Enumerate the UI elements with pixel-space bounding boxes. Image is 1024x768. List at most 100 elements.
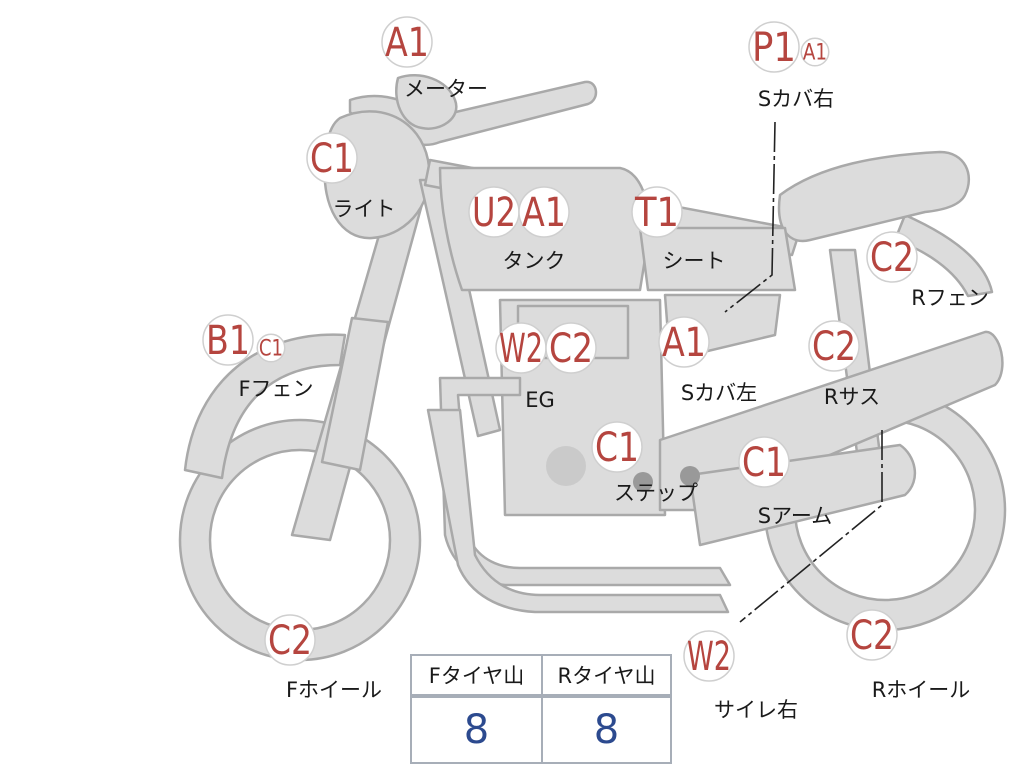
seat-shape	[777, 150, 971, 243]
meter-grade-badge: A1	[381, 16, 433, 68]
grade-code: A1	[385, 20, 429, 66]
tank-grade-badge: A1	[518, 186, 570, 238]
step-annotation: C1 ステップ	[591, 421, 698, 505]
grade-code: C1	[310, 136, 354, 182]
grade-badge-circle	[518, 186, 570, 238]
side-cover-right-grade-badge: P1	[748, 21, 800, 73]
grade-code: U2	[472, 190, 516, 236]
rear-suspension-label: Rサス	[824, 385, 880, 409]
grade-code: A1	[662, 320, 706, 366]
muffler-right-annotation: W2 サイレ右	[683, 630, 798, 722]
side-cover-right-grade-badge: A1	[800, 37, 830, 67]
side-cover-left-grade-badge: A1	[658, 316, 710, 368]
grade-badge-circle	[683, 630, 735, 682]
muffler-right-grade-badge: W2	[683, 630, 735, 682]
tank-grade-badge: U2	[468, 186, 520, 238]
grade-badge-circle	[748, 21, 800, 73]
grade-code: W2	[687, 634, 731, 680]
front-wheel-grade-badge: C2	[264, 614, 316, 666]
footpeg-left	[633, 472, 653, 492]
grade-badge-circle	[306, 132, 358, 184]
engine-grade-badge: W2	[495, 322, 547, 374]
meter-shape	[395, 73, 458, 130]
grade-code: C2	[549, 326, 593, 372]
seat-label: シート	[663, 249, 726, 273]
swing-arm-grade-badge: C1	[738, 436, 790, 488]
grade-badge-circle	[545, 322, 597, 374]
front-tire-tread-header: Fタイヤ山	[412, 656, 541, 698]
seat-grade-badge: T1	[631, 186, 683, 238]
grade-badge-circle	[631, 186, 683, 238]
grade-badge-circle	[738, 436, 790, 488]
seat-annotation: T1 シート	[631, 186, 726, 273]
front-fender-shape	[183, 333, 347, 480]
grade-badge-circle	[658, 316, 710, 368]
front-tire-tread-value: 8	[463, 707, 490, 753]
rear-tire-tread-value: 8	[541, 698, 670, 762]
footpeg-right	[680, 466, 700, 486]
light-label: ライト	[333, 197, 396, 221]
grade-code: C1	[742, 440, 786, 486]
front-fender-label: Fフェン	[238, 377, 313, 401]
rear-fender-shape	[893, 213, 994, 298]
front-wheel-label: Fホイール	[286, 678, 382, 702]
muffler-right-leader	[739, 430, 883, 623]
grade-code: B1	[206, 318, 250, 364]
light-annotation: C1 ライト	[306, 132, 396, 221]
grade-code: A1	[803, 41, 827, 66]
grade-badge-circle	[800, 37, 830, 67]
rear-fender-label: Rフェン	[911, 286, 989, 310]
meter-annotation: A1 メーター	[381, 16, 488, 101]
rear-wheel-label: Rホイール	[872, 678, 971, 702]
engine-grade-badge: C2	[545, 322, 597, 374]
exhaust-pipe-2-shape	[426, 408, 730, 614]
grade-code: C1	[259, 337, 283, 362]
tank-label: タンク	[503, 249, 566, 273]
front-fender-grade-badge: B1	[202, 314, 254, 366]
grade-badge-circle	[808, 320, 860, 372]
grade-code: C2	[812, 324, 856, 370]
grade-code: T1	[634, 190, 679, 236]
muffler-right-label: サイレ右	[714, 698, 798, 722]
grade-code: A1	[522, 190, 566, 236]
grade-code: C2	[268, 618, 312, 664]
rear-suspension-grade-badge: C2	[808, 320, 860, 372]
grade-code: C1	[595, 425, 639, 471]
grade-badge-circle	[866, 231, 918, 283]
step-grade-badge: C1	[591, 421, 643, 473]
step-label: ステップ	[614, 481, 698, 505]
rear-tire-tread-header: Rタイヤ山	[541, 656, 670, 698]
grade-badge-circle	[256, 333, 286, 363]
grade-code: P1	[752, 25, 796, 71]
grade-code: C2	[870, 235, 914, 281]
front-wheel-shape	[180, 420, 420, 660]
front-wheel-inline	[208, 448, 392, 632]
meter-label: メーター	[404, 77, 488, 101]
grade-badge-circle	[381, 16, 433, 68]
front-fender-grade-badge: C1	[256, 333, 286, 363]
tire-tread-table: Fタイヤ山 Rタイヤ山 8 8	[410, 654, 672, 764]
engine-label: EG	[525, 388, 555, 412]
seat-base-shape	[638, 226, 797, 292]
grade-code: W2	[499, 326, 543, 372]
side-cover-right-leader	[724, 121, 776, 313]
grade-badge-circle	[591, 421, 643, 473]
grade-badge-circle	[846, 609, 898, 661]
rear-wheel-grade-badge: C2	[846, 609, 898, 661]
side-cover-left-label: Sカバ左	[681, 381, 757, 405]
light-grade-badge: C1	[306, 132, 358, 184]
grade-badge-circle	[264, 614, 316, 666]
engine-cover-shape	[546, 446, 586, 486]
fork-tube-shape	[320, 316, 390, 472]
